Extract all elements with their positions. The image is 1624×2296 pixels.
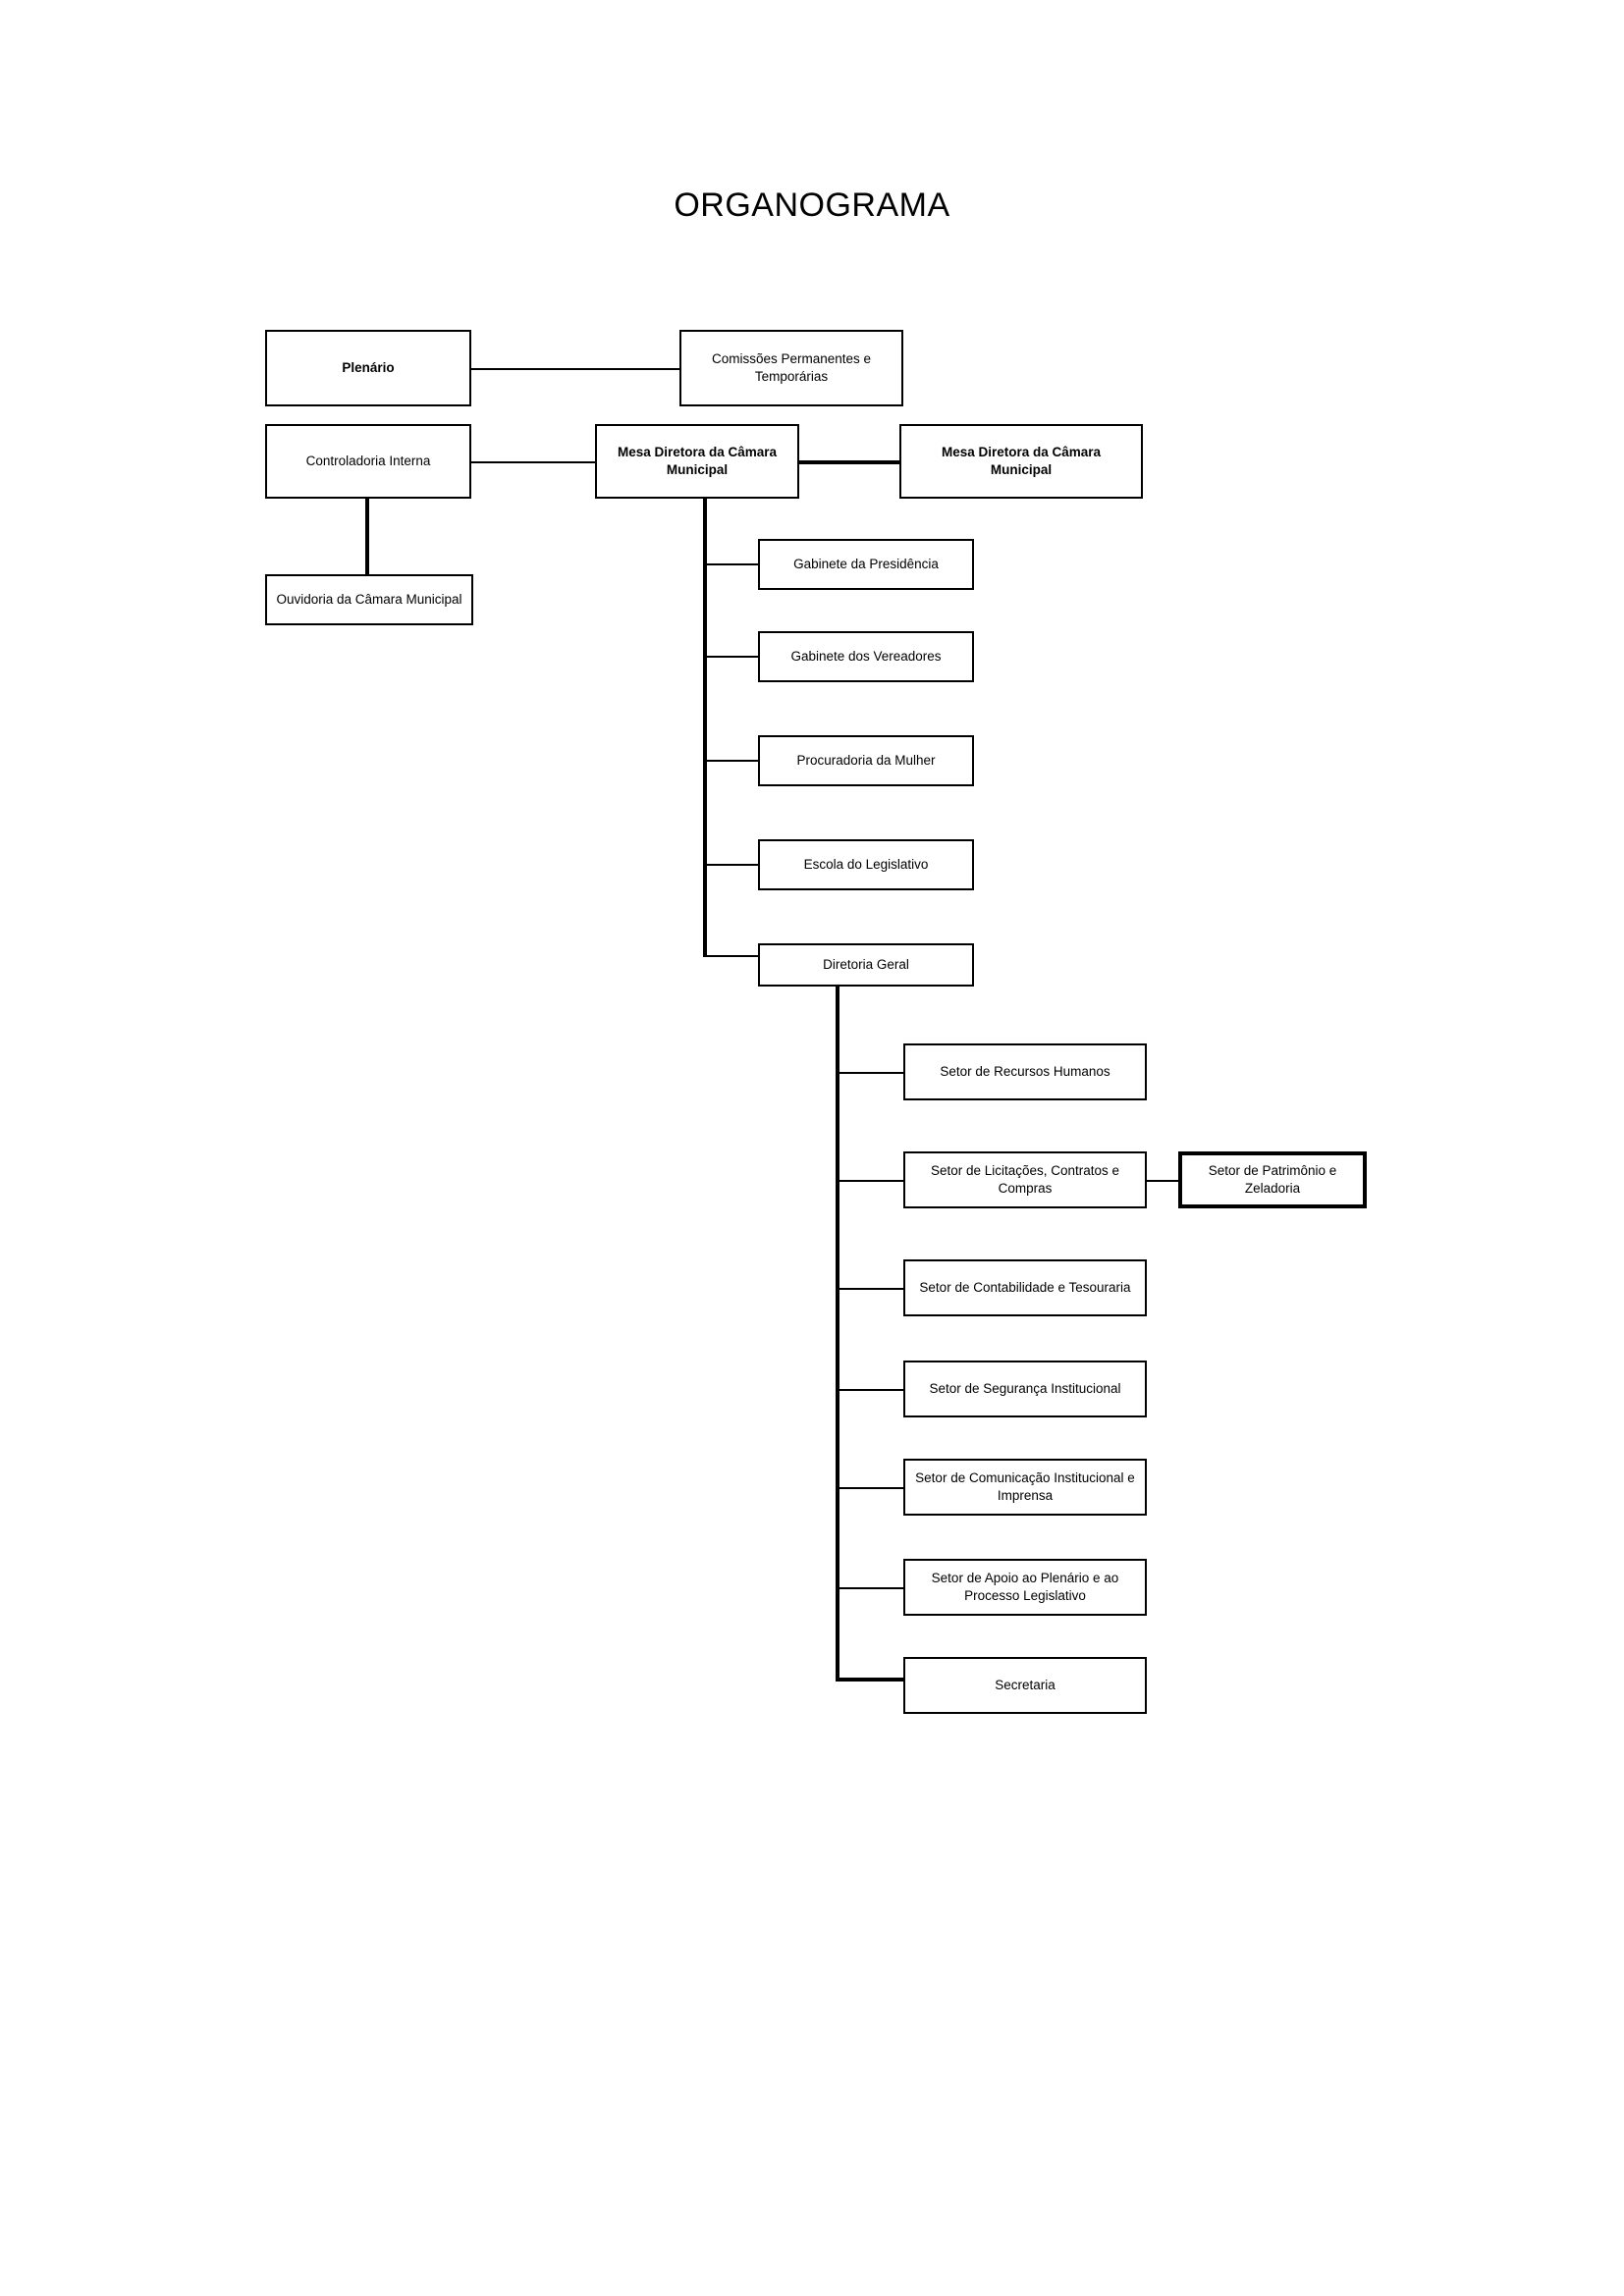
- node-secretaria[interactable]: Secretaria: [903, 1657, 1147, 1714]
- node-plenario[interactable]: Plenário: [265, 330, 471, 406]
- connector-stub-procuradoria-mulher: [705, 760, 760, 762]
- connector-stub-setor-contabilidade: [838, 1288, 904, 1290]
- connector-diretoria-trunk: [836, 987, 839, 1681]
- connector-stub-escola-legislativo: [705, 864, 760, 866]
- node-setor-de-contabilidade-e-tesouraria[interactable]: Setor de Contabilidade e Tesouraria: [903, 1259, 1147, 1316]
- connector-stub-gabinete-vereadores: [705, 656, 760, 658]
- node-diretoria-geral[interactable]: Diretoria Geral: [758, 943, 974, 987]
- connector-stub-gabinete-presidencia: [705, 563, 760, 565]
- node-setor-de-licitacoes-contratos-compras[interactable]: Setor de Licitações, Contratos e Compras: [903, 1151, 1147, 1208]
- connector-stub-secretaria: [836, 1678, 904, 1682]
- connector-mesa-trunk: [703, 499, 707, 957]
- connector-stub-setor-licitacoes: [838, 1180, 904, 1182]
- node-ouvidoria-camara-municipal[interactable]: Ouvidoria da Câmara Municipal: [265, 574, 473, 625]
- connector-stub-setor-seguranca: [838, 1389, 904, 1391]
- connector-licitacoes-patrimonio: [1137, 1180, 1178, 1182]
- node-setor-de-comunicacao-institucional-e-imprensa[interactable]: Setor de Comunicação Institucional e Imp…: [903, 1459, 1147, 1516]
- connector-plenario-comissoes: [469, 368, 681, 370]
- node-controladoria-interna[interactable]: Controladoria Interna: [265, 424, 471, 499]
- connector-controladoria-ouvidoria: [365, 499, 369, 589]
- connector-stub-setor-apoio: [838, 1587, 904, 1589]
- node-escola-do-legislativo[interactable]: Escola do Legislativo: [758, 839, 974, 890]
- connector-stub-setor-rh: [838, 1072, 904, 1074]
- node-setor-de-apoio-ao-plenario-e-processo-legislativo[interactable]: Setor de Apoio ao Plenário e ao Processo…: [903, 1559, 1147, 1616]
- node-mesa-diretora-camara-municipal[interactable]: Mesa Diretora da Câmara Municipal: [595, 424, 799, 499]
- connector-stub-diretoria-geral: [705, 955, 760, 957]
- node-gabinete-da-presidencia[interactable]: Gabinete da Presidência: [758, 539, 974, 590]
- node-mesa-diretora-camara-municipal-right[interactable]: Mesa Diretora da Câmara Municipal: [899, 424, 1143, 499]
- connector-stub-setor-comunicacao: [838, 1487, 904, 1489]
- connector-controladoria-mesa: [469, 461, 597, 463]
- node-gabinete-dos-vereadores[interactable]: Gabinete dos Vereadores: [758, 631, 974, 682]
- page-title: ORGANOGRAMA: [674, 187, 950, 224]
- node-setor-de-patrimonio-e-zeladoria[interactable]: Setor de Patrimônio e Zeladoria: [1178, 1151, 1367, 1208]
- node-comissoes-permanentes-temporarias[interactable]: Comissões Permanentes e Temporárias: [679, 330, 903, 406]
- node-setor-de-recursos-humanos[interactable]: Setor de Recursos Humanos: [903, 1043, 1147, 1100]
- connector-mesa-mesa-right: [797, 460, 901, 464]
- node-setor-de-seguranca-institucional[interactable]: Setor de Segurança Institucional: [903, 1361, 1147, 1417]
- node-procuradoria-da-mulher[interactable]: Procuradoria da Mulher: [758, 735, 974, 786]
